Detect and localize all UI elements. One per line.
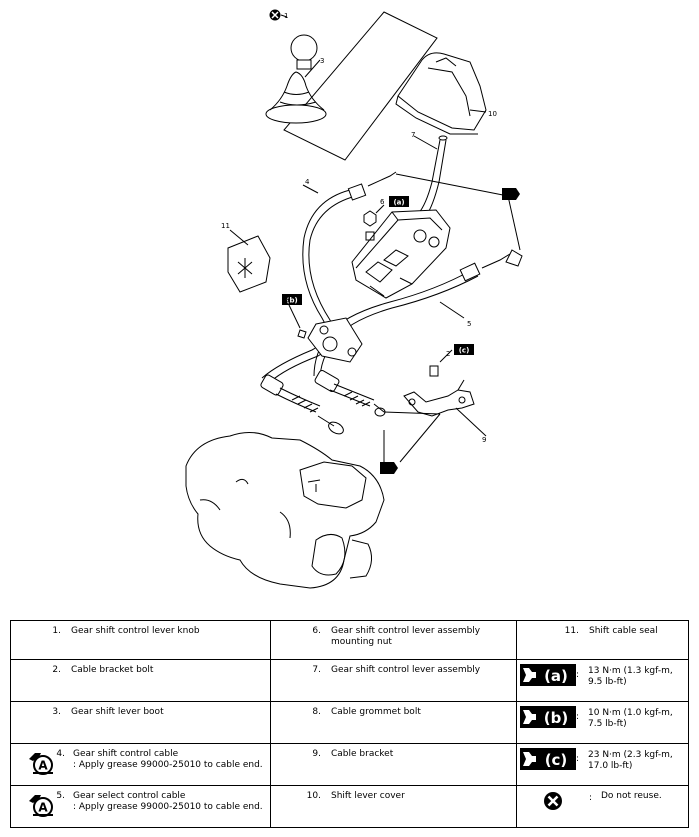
torque-tag-c: (c) (454, 344, 474, 355)
svg-text:(b): (b) (544, 709, 568, 727)
grease-icon: A (29, 752, 54, 775)
legend-cell-11: 11.Shift cable seal (516, 620, 689, 660)
callout-7: 7 (411, 131, 415, 139)
gear-knob (290, 34, 318, 70)
legend-cell-torque-a: (a) :13 N·m (1.3 kgf-m, 9.5 lb-ft) (516, 658, 689, 702)
mounting-nut (363, 210, 377, 241)
svg-text:(c): (c) (545, 751, 568, 769)
svg-text:(b): (b) (286, 297, 297, 305)
legend-cell-8: 8.Cable grommet bolt (270, 700, 517, 744)
callout-labels: 1 2 3 4 5 6 7 8 9 10 11 (221, 12, 497, 444)
svg-text:(a): (a) (393, 199, 404, 207)
legend-cell-torque-b: (b) :10 N·m (1.0 kgf-m, 7.5 lb-ft) (516, 700, 689, 744)
callout-3: 3 (320, 57, 324, 65)
do-not-reuse-icon (544, 791, 562, 810)
cable-grommet-plate (307, 317, 363, 363)
cable-bracket (403, 379, 475, 417)
legend-cell-9: 9.Cable bracket (270, 742, 517, 786)
legend-cell-5: A 5. Gear select control cable: Apply gr… (10, 784, 271, 829)
legend-cell-10: 10.Shift lever cover (270, 784, 517, 829)
grease-icon: A (29, 794, 54, 817)
svg-text:A: A (39, 800, 49, 814)
legend-cell-7: 7.Gear shift control lever assembly (270, 658, 517, 702)
callout-10: 10 (488, 110, 497, 118)
grease-icon (380, 188, 520, 474)
gear-shift-lever-assembly (351, 135, 451, 299)
exploded-view-diagram: (a) (b) (c) 1 2 3 4 5 6 7 8 9 10 11 (185, 9, 523, 589)
shift-lever-cover (395, 52, 487, 135)
shift-lever-boot (265, 71, 327, 124)
torque-wrench-icon: (a) (520, 663, 576, 686)
legend-cell-3: 3.Gear shift lever boot (10, 700, 271, 744)
torque-tag-a: (a) (389, 196, 409, 207)
callout-1: 1 (284, 12, 288, 20)
callout-9: 9 (482, 436, 486, 444)
cable-ends (260, 370, 386, 435)
svg-text:(a): (a) (544, 667, 568, 685)
do-not-reuse-icon (269, 9, 281, 21)
knob-boot-frame (283, 11, 438, 161)
legend-cell-2: 2.Cable bracket bolt (10, 658, 271, 702)
callout-8: 8 (286, 296, 290, 304)
torque-wrench-icon: (c) (520, 747, 576, 770)
legend-cell-4: A 4. Gear shift control cable: Apply gre… (10, 742, 271, 786)
svg-text:(c): (c) (459, 347, 470, 355)
svg-text:A: A (39, 758, 49, 772)
callout-2: 2 (446, 350, 450, 358)
callout-6: 6 (380, 198, 385, 206)
transmission-case (185, 432, 385, 589)
legend-cell-1: 1.Gear shift control lever knob (10, 620, 271, 660)
gear-shift-control-cable (261, 171, 397, 385)
shift-cable-seal (227, 235, 271, 293)
torque-wrench-icon: (b) (520, 705, 576, 728)
callout-11: 11 (221, 222, 230, 230)
legend-cell-6: 6.Gear shift control lever assembly moun… (270, 620, 517, 660)
legend-table: 1.Gear shift control lever knob 6.Gear s… (10, 620, 689, 829)
legend-cell-no-reuse: :Do not reuse. (516, 784, 689, 829)
callout-4: 4 (305, 178, 310, 186)
legend-cell-torque-c: (c) :23 N·m (2.3 kgf-m, 17.0 lb-ft) (516, 742, 689, 786)
torque-tag-b: (b) (282, 294, 302, 305)
callout-5: 5 (467, 320, 471, 328)
